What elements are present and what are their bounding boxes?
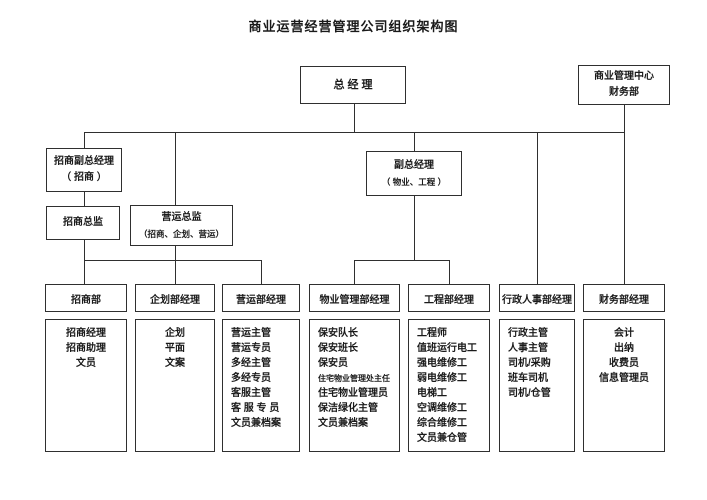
connector-operations-director-to-planning: [175, 246, 176, 284]
staff-list-operations: 营运主管营运专员多经主管多经专员客服主管客 服 专 员文员兼档案: [222, 319, 300, 452]
connector-center-to-finance-dept: [624, 105, 625, 284]
connector-deputy-sub-bus: [354, 260, 449, 261]
node-general-manager: 总 经 理: [300, 66, 406, 104]
dept-investment: 招商部: [45, 284, 127, 312]
dept-admin-hr: 行政人事部经理: [499, 284, 575, 312]
dept-property-mgmt: 物业管理部经理: [309, 284, 400, 312]
staff-list-finance: 会计出纳收费员信息管理员: [583, 319, 665, 452]
chart-title: 商业运营经营管理公司组织架构图: [248, 19, 459, 34]
connector-operations-sub-bus: [84, 260, 261, 261]
staff-list-investment: 招商经理招商助理文员: [45, 319, 127, 452]
connector-deputy-to-investment-director: [84, 192, 85, 206]
connector-director-to-investment-dept: [84, 240, 85, 284]
connector-bus-to-investment-deputy: [84, 132, 85, 148]
node-investment-director: 招商总监: [46, 206, 120, 240]
connector-subbus-to-property-dept: [354, 260, 355, 284]
dept-engineering: 工程部经理: [408, 284, 490, 312]
node-commercial-center-finance: 商业管理中心财务部: [578, 65, 670, 105]
connector-gm-to-bus: [354, 104, 355, 132]
staff-list-engineering: 工程师值班运行电工强电维修工弱电维修工电梯工空调维修工综合维修工文员兼仓管: [408, 319, 490, 452]
dept-finance: 财务部经理: [583, 284, 665, 312]
node-investment-deputy-gm: 招商副总经理（ 招商 ）: [46, 148, 122, 192]
connector-bus-to-admin-hr: [537, 132, 538, 284]
connector-bus-to-deputy-gm: [414, 132, 415, 151]
staff-list-property-mgmt: 保安队长保安班长保安员住宅物业管理处主任住宅物业管理员保洁绿化主管文员兼档案: [309, 319, 400, 452]
node-operations-director: 营运总监（招商、企划、营运）: [130, 205, 233, 246]
staff-list-admin-hr: 行政主管人事主管司机/采购班车司机司机/仓管: [499, 319, 575, 452]
dept-planning: 企划部经理: [135, 284, 215, 312]
connector-subbus-to-engineering-dept: [449, 260, 450, 284]
connector-bus-to-operations-director: [175, 132, 176, 205]
node-deputy-gm-property-engineering: 副总经理（ 物业、工程 ）: [366, 151, 462, 196]
dept-operations: 营运部经理: [222, 284, 300, 312]
staff-list-planning: 企划平面文案: [135, 319, 215, 452]
connector-deputy-gm-to-sub-bus: [414, 196, 415, 260]
connector-main-bus: [84, 132, 625, 133]
connector-subbus-to-operations-dept: [261, 260, 262, 284]
